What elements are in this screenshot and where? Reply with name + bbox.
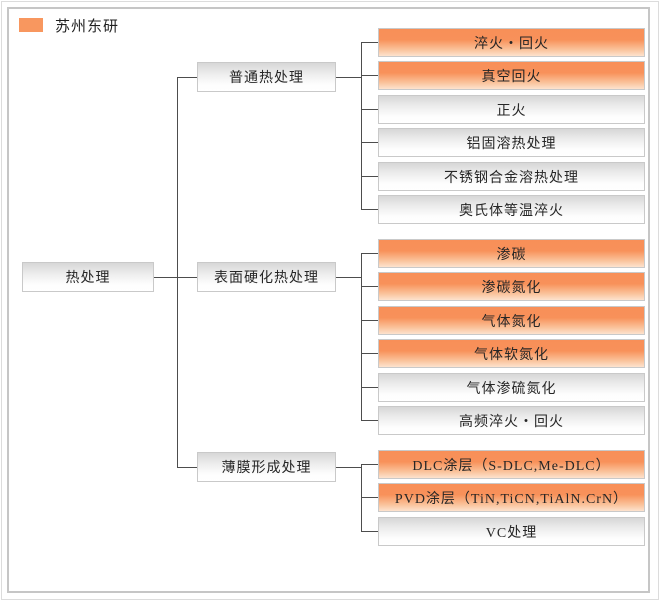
connector-line (361, 320, 378, 321)
connector-line (361, 387, 378, 388)
node-gas-sulfur-nitriding: 气体渗硫氮化 (378, 373, 645, 402)
node-pvd-coating: PVD涂层（TiN,TiCN,TiAlN.CrN） (378, 483, 645, 512)
connector-line (177, 277, 197, 278)
connector-line (361, 531, 378, 532)
connector-line (154, 277, 178, 278)
connector-line (361, 353, 378, 354)
node-label: 渗碳氮化 (481, 280, 542, 296)
connector-line (361, 109, 378, 110)
legend-label: 苏州东研 (55, 18, 120, 35)
node-normalizing: 正火 (378, 95, 645, 124)
connector-line (361, 464, 378, 465)
connector-line (361, 142, 378, 143)
node-ordinary-heat-treatment: 普通热处理 (197, 62, 336, 92)
node-vacuum-temper: 真空回火 (378, 61, 645, 90)
connector-line (361, 497, 378, 498)
connector-line (361, 420, 378, 421)
node-label: 气体氮化 (481, 314, 542, 330)
node-heat-treatment: 热处理 (22, 262, 154, 292)
node-label: 气体渗硫氮化 (466, 381, 557, 397)
node-label: 表面硬化热处理 (214, 271, 319, 286)
node-label: VC处理 (485, 525, 538, 541)
connector-line (361, 464, 362, 532)
node-label: 淬火・回火 (474, 36, 549, 52)
node-label: 真空回火 (481, 69, 542, 85)
connector-line (336, 467, 361, 468)
connector-line (361, 253, 378, 254)
node-austempering: 奥氏体等温淬火 (378, 195, 645, 224)
node-label: 薄膜形成处理 (221, 461, 312, 476)
connector-line (361, 286, 378, 287)
node-label: 气体软氮化 (474, 347, 549, 363)
node-gas-soft-nitriding: 气体软氮化 (378, 339, 645, 368)
connector-line (361, 253, 362, 421)
node-label: 铝固溶热处理 (466, 136, 557, 152)
node-label: 奥氏体等温淬火 (459, 203, 564, 219)
node-carburizing: 渗碳 (378, 239, 645, 268)
connector-line (361, 75, 378, 76)
node-label: DLC涂层（S-DLC,Me-DLC） (412, 458, 611, 474)
connector-line (177, 77, 197, 78)
connector-line (361, 42, 378, 43)
connector-line (361, 209, 378, 210)
node-aluminum-solution-heat-treatment: 铝固溶热处理 (378, 128, 645, 157)
node-dlc-coating: DLC涂层（S-DLC,Me-DLC） (378, 450, 645, 479)
node-gas-nitriding: 气体氮化 (378, 306, 645, 335)
node-thin-film-forming-treatment: 薄膜形成处理 (197, 452, 336, 482)
legend-color-swatch-icon (19, 18, 43, 32)
connector-line (361, 176, 378, 177)
node-label: 热处理 (65, 271, 111, 286)
node-stainless-alloy-solution-heat-treatment: 不锈钢合金溶热处理 (378, 162, 645, 191)
node-vc-treatment: VC处理 (378, 517, 645, 546)
legend: 苏州东研 (19, 12, 119, 38)
connector-line (361, 42, 362, 210)
node-induction-quench-temper: 高频淬火・回火 (378, 406, 645, 435)
connector-line (336, 277, 361, 278)
node-label: 渗碳 (496, 247, 527, 263)
connector-line (177, 467, 197, 468)
node-surface-hardening-heat-treatment: 表面硬化热处理 (197, 262, 336, 292)
connector-line (177, 77, 178, 468)
connector-line (336, 77, 361, 78)
node-carbonitriding: 渗碳氮化 (378, 272, 645, 301)
node-label: 不锈钢合金溶热处理 (444, 170, 579, 186)
node-label: PVD涂层（TiN,TiCN,TiAlN.CrN） (394, 491, 629, 507)
node-label: 高频淬火・回火 (459, 414, 564, 430)
node-label: 正火 (496, 103, 527, 119)
node-quench-temper: 淬火・回火 (378, 28, 645, 57)
node-label: 普通热处理 (229, 71, 304, 86)
